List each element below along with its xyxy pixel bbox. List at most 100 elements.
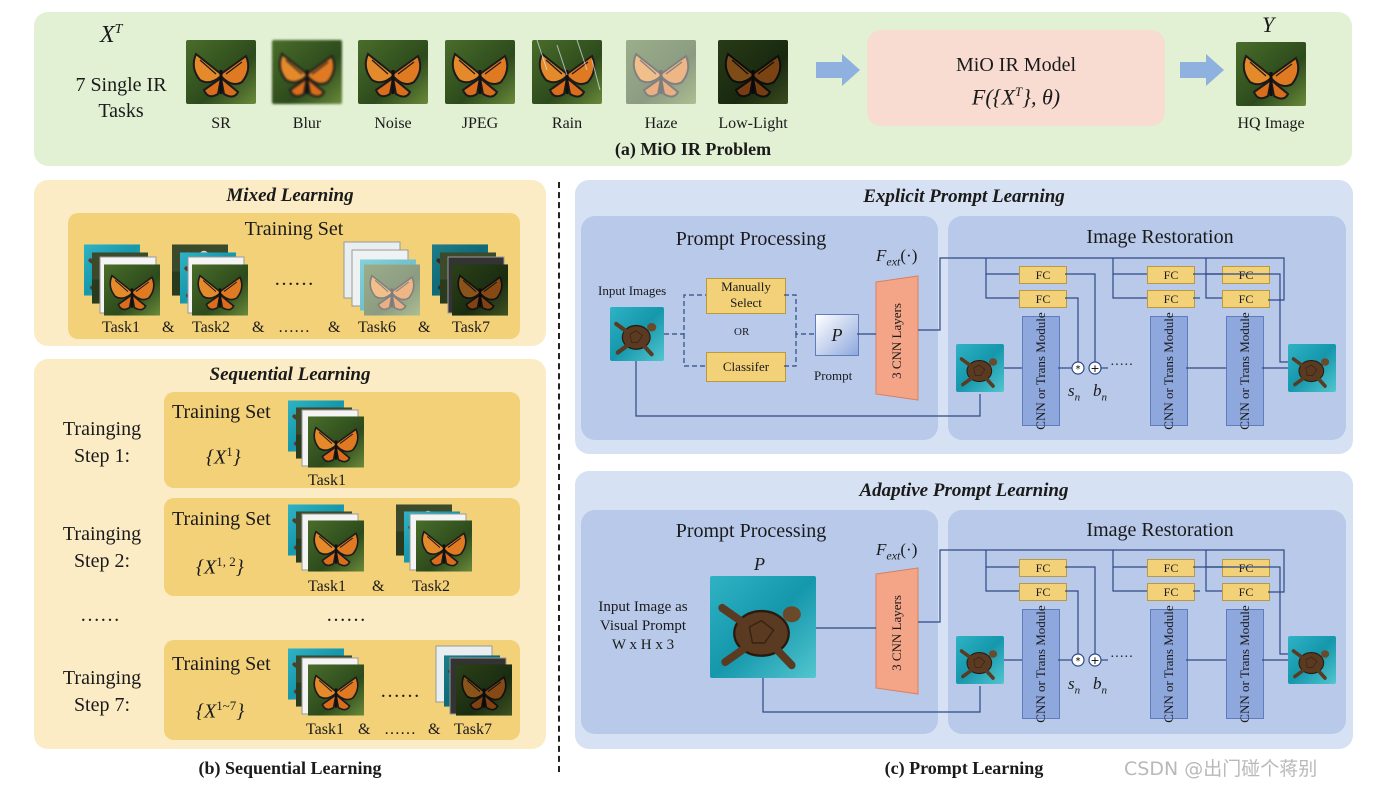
- steps-dots-mid: ……: [326, 604, 366, 626]
- explicit-pp-title: Prompt Processing: [675, 228, 827, 250]
- adaptive-module-2: CNN or Trans Module: [1150, 605, 1188, 723]
- step1-set: Training Set: [172, 401, 271, 423]
- adaptive-title: Adaptive Prompt Learning: [859, 480, 1069, 501]
- mixed-amp1: &: [162, 319, 175, 336]
- explicit-sn: sn: [1068, 381, 1081, 404]
- adaptive-dots: ·····: [1110, 650, 1134, 665]
- watermark: CSDN @出门碰个蒋别: [1124, 758, 1318, 780]
- svg-text:*: *: [1076, 656, 1081, 667]
- step7-sym: {X1~7}: [196, 698, 245, 723]
- explicit-fc-2b: FC: [1147, 290, 1195, 308]
- adaptive-fc-1a: FC: [1019, 559, 1067, 577]
- hq-image-label: HQ Image: [1237, 115, 1305, 132]
- mixed-task2: Task2: [192, 319, 230, 336]
- caption-c: (c) Prompt Learning: [884, 758, 1044, 778]
- sequential-learning-title: Sequential Learning: [209, 364, 371, 385]
- explicit-fc-1a: FC: [1019, 266, 1067, 284]
- explicit-fc-3a: FC: [1222, 266, 1270, 284]
- caption-b: (b) Sequential Learning: [198, 758, 382, 778]
- mixed-dots: ……: [274, 268, 314, 290]
- rain-thumb: [532, 40, 602, 104]
- step7-task1: Task1: [306, 721, 344, 738]
- model-formula: F({XT}, θ): [971, 84, 1061, 110]
- mixed-amp3: &: [328, 319, 341, 336]
- explicit-fc-1b: FC: [1019, 290, 1067, 308]
- step1-task1: Task1: [308, 472, 346, 489]
- step2-set: Training Set: [172, 508, 271, 530]
- adaptive-p: P: [754, 554, 765, 574]
- mixed-learning-title: Mixed Learning: [226, 185, 354, 206]
- step7-dots: ……: [384, 721, 416, 738]
- mixed-task1: Task1: [102, 319, 140, 336]
- explicit-title: Explicit Prompt Learning: [863, 186, 1065, 207]
- adaptive-ir-title: Image Restoration: [1086, 519, 1234, 541]
- step7-amp1: &: [358, 721, 371, 738]
- adaptive-fc-3a: FC: [1222, 559, 1270, 577]
- adaptive-fext: Fext(·): [876, 540, 918, 563]
- or-label: OR: [734, 326, 750, 338]
- label-haze: Haze: [644, 115, 678, 132]
- caption-a: (a) MiO IR Problem: [614, 139, 772, 159]
- single-ir-tasks-label: 7 Single IR Tasks: [75, 74, 167, 122]
- haze-thumb: [626, 40, 696, 104]
- explicit-module-1: CNN or Trans Module: [1022, 312, 1060, 430]
- manually-select-box: Manually Select: [706, 278, 786, 314]
- explicit-module-2: CNN or Trans Module: [1150, 312, 1188, 430]
- label-jpeg: JPEG: [461, 115, 499, 132]
- adaptive-sn: sn: [1068, 674, 1081, 697]
- adaptive-pp-title: Prompt Processing: [675, 520, 827, 542]
- xt-symbol: XT: [100, 22, 123, 48]
- step2-task2: Task2: [412, 578, 450, 595]
- classifier-box: Classifer: [706, 352, 786, 382]
- mixed-set-title: Training Set: [244, 218, 344, 240]
- label-sr: SR: [211, 115, 231, 132]
- step2-task1: Task1: [308, 578, 346, 595]
- step7-amp2: &: [428, 721, 441, 738]
- adaptive-bn: bn: [1093, 674, 1107, 697]
- step7-set: Training Set: [172, 653, 271, 675]
- mixed-task6: Task6: [358, 319, 396, 336]
- svg-text:+: +: [1090, 362, 1099, 375]
- y-symbol: Y: [1262, 12, 1275, 37]
- mio-ir-model-box: [867, 30, 1165, 126]
- mixed-dots2: ……: [278, 319, 310, 336]
- adaptive-fc-2b: FC: [1147, 583, 1195, 601]
- explicit-ir-title: Image Restoration: [1086, 226, 1234, 248]
- step7-task7: Task7: [454, 721, 492, 738]
- prompt-label: Prompt: [814, 368, 853, 383]
- svg-text:*: *: [1076, 364, 1081, 375]
- mixed-amp2: &: [252, 319, 265, 336]
- divider: [558, 182, 560, 772]
- adaptive-module-3: CNN or Trans Module: [1226, 605, 1264, 723]
- adaptive-fc-3b: FC: [1222, 583, 1270, 601]
- step2-amp: &: [372, 578, 385, 595]
- svg-text:+: +: [1090, 654, 1099, 667]
- explicit-fext: Fext(·): [876, 246, 918, 269]
- mixed-amp4: &: [418, 319, 431, 336]
- explicit-bn: bn: [1093, 381, 1107, 404]
- steps-dots-left: ……: [80, 604, 120, 626]
- low-light-thumb: [718, 40, 788, 104]
- explicit-module-3: CNN or Trans Module: [1226, 312, 1264, 430]
- step2-sym: {X1, 2}: [196, 554, 244, 579]
- adaptive-module-1: CNN or Trans Module: [1022, 605, 1060, 723]
- explicit-dots: ·····: [1110, 358, 1134, 373]
- adaptive-fc-1b: FC: [1019, 583, 1067, 601]
- adaptive-fc-2a: FC: [1147, 559, 1195, 577]
- mixed-task7: Task7: [452, 319, 490, 336]
- label-noise: Noise: [374, 115, 412, 132]
- explicit-input-label: Input Images: [598, 283, 667, 298]
- explicit-fc-3b: FC: [1222, 290, 1270, 308]
- step1-sym: {X1}: [206, 444, 241, 469]
- step7-stack-dots: ……: [380, 680, 420, 702]
